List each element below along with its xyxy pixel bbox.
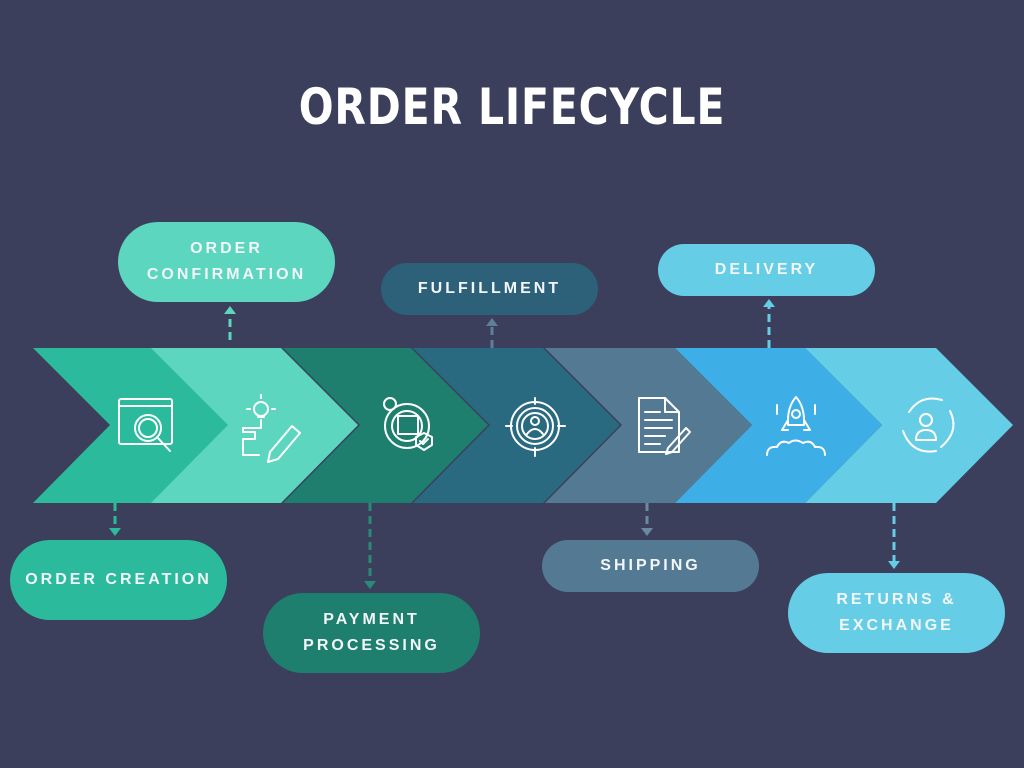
chevron-stage-2 — [150, 348, 358, 503]
arrowhead-icon — [364, 581, 376, 589]
stage-label-fulfillment: FULFILLMENT — [381, 263, 598, 315]
arrowhead-icon — [763, 299, 775, 307]
chevron-stage-5 — [545, 348, 752, 503]
lightbulb-pencil-icon — [242, 394, 301, 463]
browser-search-icon — [118, 398, 173, 452]
stage-label-order-creation: ORDER CREATION — [10, 540, 227, 620]
chevron-stage-6 — [675, 348, 882, 503]
target-user-icon — [505, 397, 566, 457]
arrowhead-icon — [486, 318, 498, 326]
rocket-icon — [766, 396, 826, 456]
gear-package-icon — [383, 397, 433, 451]
stage-label-delivery: DELIVERY — [658, 244, 875, 296]
arrowhead-icon — [224, 306, 236, 314]
arrowhead-icon — [641, 528, 653, 536]
stage-label-returns-exchange: RETURNS &EXCHANGE — [788, 573, 1005, 653]
stage-label-shipping: SHIPPING — [542, 540, 759, 592]
document-pen-icon — [638, 397, 691, 455]
chevron-stage-1 — [33, 348, 228, 503]
page-title: ORDER LIFECYCLE — [298, 78, 726, 136]
arrowhead-icon — [109, 528, 121, 536]
arrowhead-icon — [888, 561, 900, 569]
cycle-user-icon — [902, 397, 955, 453]
chevron-stage-7 — [805, 348, 1013, 503]
